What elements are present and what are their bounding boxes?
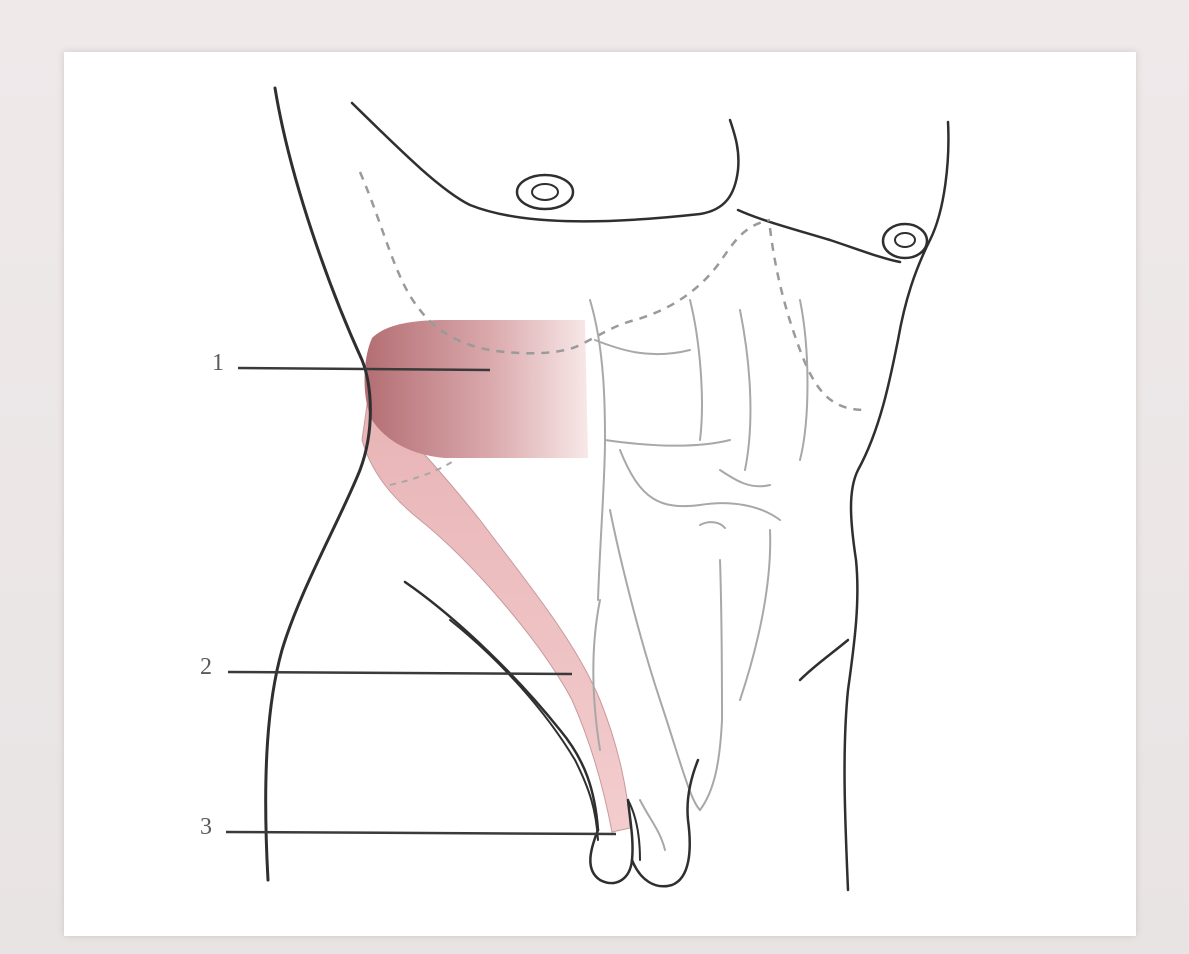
shaded-band-region: [362, 398, 630, 832]
upper-chest-line: [352, 103, 738, 221]
left-nipple-outer: [517, 175, 573, 209]
callout-1-label: 1: [212, 350, 224, 376]
left-body-outline: [266, 88, 371, 880]
right-thigh-crease: [800, 640, 848, 680]
chest-crease-line: [738, 210, 900, 262]
callout-3-line: [226, 832, 616, 834]
callout-2-line: [228, 672, 572, 674]
dashed-contour-right: [770, 228, 865, 410]
lower-curve-outer: [405, 582, 598, 830]
left-nipple-inner: [532, 184, 558, 200]
right-nipple-outer: [883, 224, 927, 258]
faint-anatomy-outlines: [590, 300, 808, 850]
shaded-upper-region: [365, 320, 589, 458]
lower-outline-right: [632, 760, 698, 886]
right-nipple-inner: [895, 233, 915, 247]
callout-3-label: 3: [200, 814, 212, 840]
callout-2-label: 2: [200, 654, 212, 680]
